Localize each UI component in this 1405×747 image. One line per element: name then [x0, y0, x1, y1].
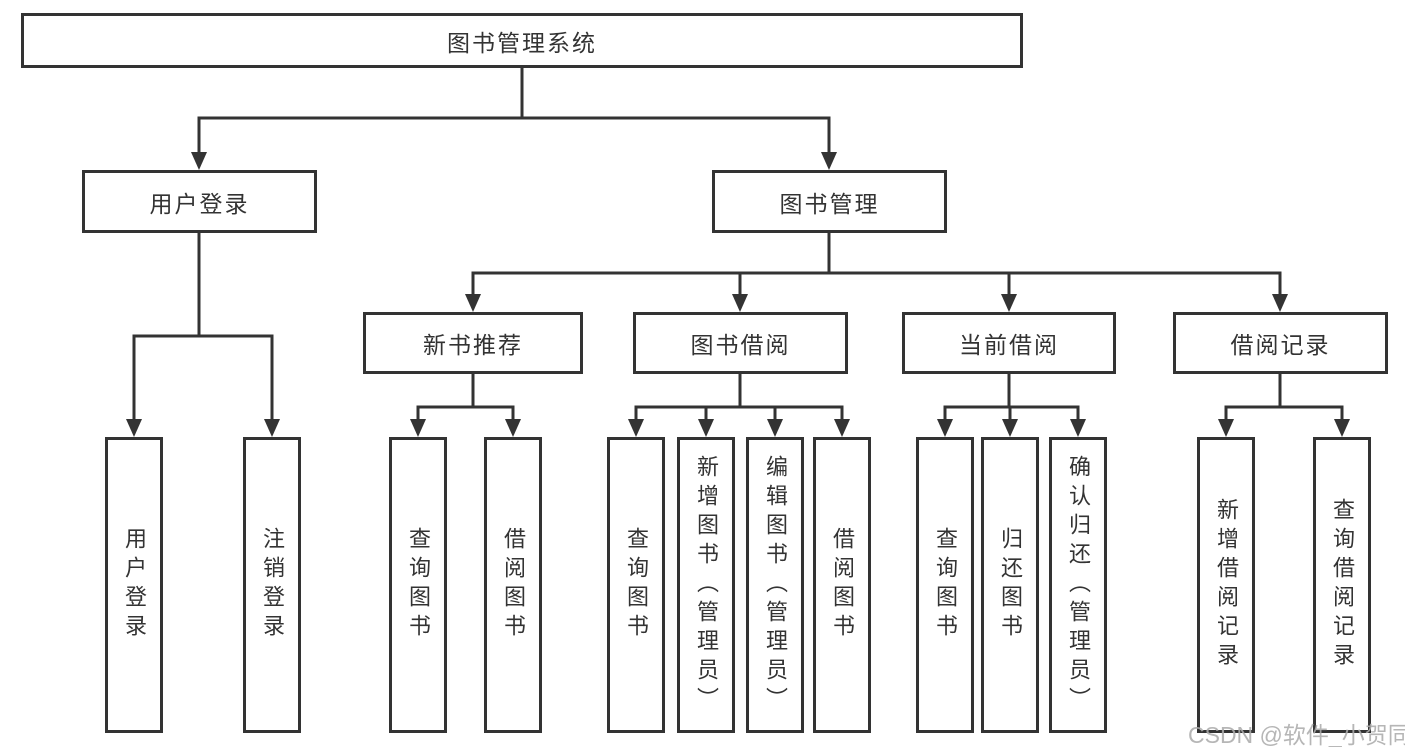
- arrowhead: [1334, 419, 1350, 437]
- arrowhead: [732, 294, 748, 312]
- arrowhead: [465, 294, 481, 312]
- node-user-login: 用户登录: [82, 170, 317, 233]
- arrowhead: [1001, 294, 1017, 312]
- leaf-borrow-add-books-admin: 新增图书（管理员）: [677, 437, 735, 733]
- arrowhead: [1070, 419, 1086, 437]
- node-book-borrow: 图书借阅: [633, 312, 848, 374]
- leaf-newbook-query-books: 查询图书: [389, 437, 447, 733]
- node-root: 图书管理系统: [21, 13, 1023, 68]
- leaf-newbook-borrow-books: 借阅图书: [484, 437, 542, 733]
- leaf-logout: 注销登录: [243, 437, 301, 733]
- wire-borrowrecord-bar: [1224, 405, 1344, 419]
- wire-newbook-bar: [416, 405, 515, 419]
- arrowheads: [126, 152, 1350, 437]
- wire-userlogin-bar: [132, 334, 274, 419]
- leaf-current-query-books: 查询图书: [916, 437, 974, 733]
- leaf-user-login: 用户登录: [105, 437, 163, 733]
- arrowhead: [1272, 294, 1288, 312]
- node-book-management: 图书管理: [712, 170, 947, 233]
- leaf-borrow-edit-books-admin: 编辑图书（管理员）: [746, 437, 804, 733]
- arrowhead: [834, 419, 850, 437]
- arrowhead: [937, 419, 953, 437]
- node-current-borrow: 当前借阅: [902, 312, 1116, 374]
- csdn-watermark: CSDN @软件_小贺同学: [1188, 722, 1405, 747]
- arrowhead: [410, 419, 426, 437]
- arrowhead: [698, 419, 714, 437]
- arrowhead: [264, 419, 280, 437]
- arrowhead: [767, 419, 783, 437]
- leaf-current-confirm-return-admin: 确认归还（管理员）: [1049, 437, 1107, 733]
- arrowhead: [1002, 419, 1018, 437]
- arrowhead: [628, 419, 644, 437]
- wire-level3-bar: [471, 271, 1282, 294]
- node-new-book-recommend: 新书推荐: [363, 312, 583, 374]
- wire-bookborrow-bar: [634, 405, 844, 419]
- leaf-record-query-record: 查询借阅记录: [1313, 437, 1371, 733]
- arrowhead: [191, 152, 207, 170]
- arrowhead: [821, 152, 837, 170]
- arrowhead: [505, 419, 521, 437]
- arrowhead: [1218, 419, 1234, 437]
- wire-level2-bar: [197, 116, 831, 152]
- leaf-record-add-record: 新增借阅记录: [1197, 437, 1255, 733]
- leaf-borrow-borrow-books: 借阅图书: [813, 437, 871, 733]
- node-borrow-record: 借阅记录: [1173, 312, 1388, 374]
- arrowhead: [126, 419, 142, 437]
- leaf-current-return-books: 归还图书: [981, 437, 1039, 733]
- leaf-borrow-query-books: 查询图书: [607, 437, 665, 733]
